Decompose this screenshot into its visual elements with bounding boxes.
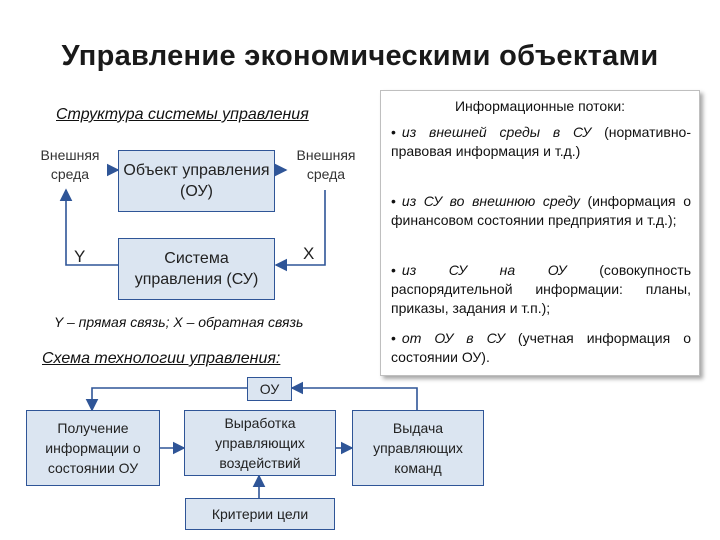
info-item-text: (учетная информация о состоянии ОУ). [391,330,691,365]
page-title: Управление экономическими объектами [61,40,659,72]
tech-scheme-heading: Схема технологии управления: [42,350,281,367]
arrow-issue-to-ou [290,381,418,410]
loop-right [274,190,326,272]
gather-info-label: Получение информации о состоянии ОУ [45,420,141,476]
info-item-text: (совокупность распорядительной информаци… [391,262,691,316]
info-item: • из СУ во внешнюю среду (информация о фи… [391,192,691,230]
arrow-ou-to-gather [85,387,247,412]
info-item: • из СУ на ОУ (совокупность распорядитель… [391,261,691,318]
gather-info-box: Получение информации о состоянии ОУ [26,410,160,486]
structure-heading: Структура системы управления [56,106,309,123]
info-item-em: из внешней среды в СУ [401,124,592,140]
feedback-note: Y – прямая связь; X – обратная связь [54,314,304,330]
info-item-em: от ОУ в СУ [401,330,505,346]
goal-criteria-label: Критерии цели [211,506,309,522]
info-flows-heading: Информационные потоки: [454,98,626,114]
control-system-box: Система управления (СУ) [118,238,275,300]
issue-commands-box: Выдача управляющих команд [352,410,484,486]
y-label: Y [74,247,86,266]
ou-box: ОУ [247,377,292,401]
loop-left [59,188,118,266]
issue-commands-label: Выдача управляющих команд [373,420,463,476]
bullet-icon: • [391,262,396,278]
x-label: X [303,244,315,263]
left-environment-label: Внешняя среда [40,147,100,182]
bullet-icon: • [391,330,396,346]
control-object-box: Объект управления (ОУ) [118,150,275,212]
ou-box-label: ОУ [259,381,280,397]
control-object-label: Объект управления (ОУ) [123,162,270,200]
info-item: • от ОУ в СУ (учетная информация о состоя… [391,329,691,367]
bullet-icon: • [391,193,396,209]
info-item: • из внешней среды в СУ (нормативно-право… [391,123,691,161]
info-item-text: (нормативно-правовая информация и т.д.) [391,124,691,159]
right-environment-label: Внешняя среда [296,147,356,182]
develop-actions-box: Выработка управляющих воздействий [184,410,336,476]
info-item-em: из СУ на ОУ [401,262,567,278]
bullet-icon: • [391,124,396,140]
info-flows-panel: Информационные потоки: • из внешней среды… [380,90,700,376]
info-item-em: из СУ во внешнюю среду [401,193,580,209]
goal-criteria-box: Критерии цели [185,498,335,530]
info-item-text: (информация о финансовом состоянии предп… [391,193,691,228]
develop-actions-label: Выработка управляющих воздействий [215,415,305,471]
control-system-label: Система управления (СУ) [134,250,259,288]
